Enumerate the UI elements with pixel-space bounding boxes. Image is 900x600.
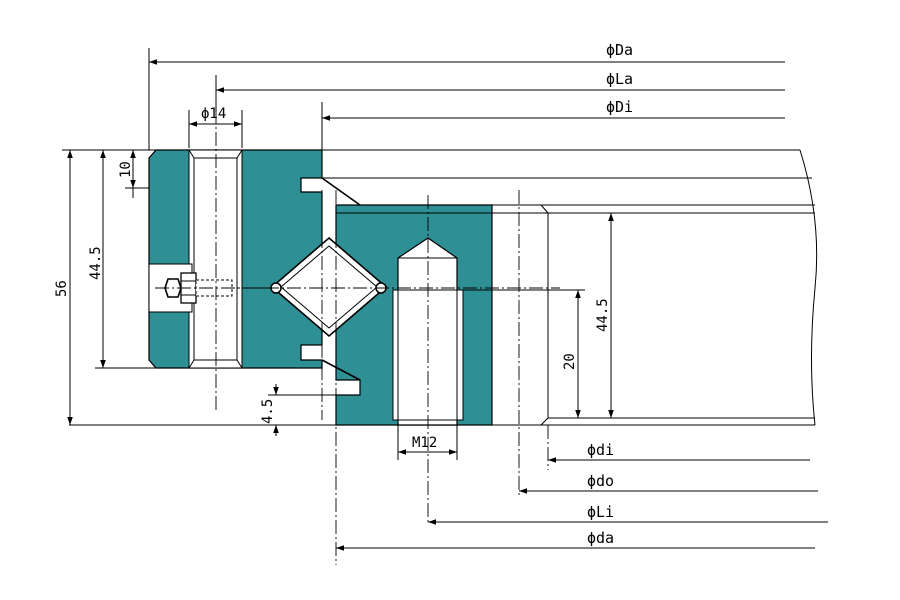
label-phi-Di: ϕDi bbox=[606, 98, 633, 116]
dimension-top-step bbox=[125, 150, 149, 198]
dimension-total-height bbox=[62, 149, 149, 425]
dimension-text-inner-ring-height: 44.5 bbox=[595, 298, 611, 332]
dimension-text-bottom-step: 4.5 bbox=[260, 399, 276, 424]
dimension-hole-diameter bbox=[188, 110, 243, 148]
ring-gap-lips bbox=[321, 177, 361, 381]
dimension-thread-depth bbox=[463, 289, 585, 418]
dimension-text-total-height: 56 bbox=[54, 280, 70, 297]
label-phi-di: ϕdi bbox=[587, 441, 614, 459]
dimension-text-thread: M12 bbox=[412, 435, 437, 451]
label-phi-da: ϕda bbox=[587, 529, 614, 547]
label-phi-do: ϕdo bbox=[587, 472, 614, 490]
dimension-text-hole-diameter: ϕ14 bbox=[201, 106, 226, 122]
label-phi-Da: ϕDa bbox=[606, 41, 633, 59]
dimension-thread bbox=[397, 425, 458, 460]
hole-chamfers bbox=[188, 149, 243, 369]
outer-ring-mounting-hole bbox=[188, 149, 243, 369]
dimension-text-outer-ring-height: 44.5 bbox=[88, 246, 104, 280]
dimension-bottom-step bbox=[268, 384, 336, 436]
label-phi-Li: ϕLi bbox=[587, 503, 614, 521]
diameter-leaders-top bbox=[148, 48, 785, 150]
diameter-leaders-bottom bbox=[336, 457, 828, 551]
dimension-text-top-step: 10 bbox=[118, 161, 134, 178]
dimension-outer-ring-height bbox=[95, 150, 160, 369]
center-lines bbox=[155, 110, 560, 565]
dimension-text-thread-depth: 20 bbox=[562, 353, 578, 370]
label-phi-La: ϕLa bbox=[606, 70, 633, 88]
